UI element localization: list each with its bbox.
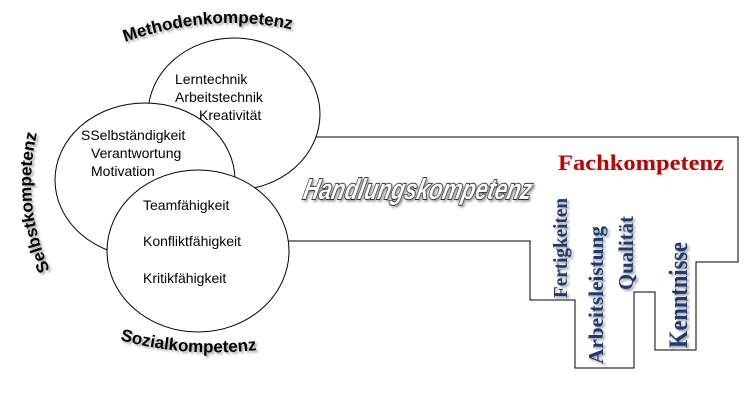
fach-item-kenntnisse: Kenntnisse bbox=[664, 242, 693, 348]
handlungskompetenz-label: Handlungskompetenz bbox=[301, 173, 536, 206]
svg-text:Methodenkompetenz: Methodenkompetenz bbox=[120, 8, 294, 46]
svg-text:Selbstkompetenz: Selbstkompetenz bbox=[16, 130, 54, 276]
fach-item-arbeitsleistung: Arbeitsleistung bbox=[584, 225, 608, 364]
methodenkompetenz-label: Methodenkompetenz bbox=[120, 8, 294, 46]
fachkompetenz-outline bbox=[270, 136, 739, 369]
sozial-line-1: Teamfähigkeit bbox=[143, 197, 229, 213]
fachkompetenz-title: Fachkompetenz bbox=[558, 150, 724, 175]
sozial-line-3: Kritikfähigkeit bbox=[143, 270, 226, 286]
sozial-circle bbox=[106, 169, 290, 333]
fach-item-fertigkeiten: Fertigkeiten bbox=[550, 198, 572, 298]
methode-line-3: Kreativität bbox=[199, 107, 261, 123]
selbst-line-1: SSelbständigkeit bbox=[81, 127, 185, 143]
selbst-line-3: Motivation bbox=[91, 163, 155, 179]
fach-item-qualitaet: Qualität bbox=[614, 216, 638, 290]
methode-line-1: Lerntechnik bbox=[175, 71, 248, 87]
sozial-line-2: Konfliktfähigkeit bbox=[143, 233, 241, 249]
methode-line-2: Arbeitstechnik bbox=[175, 89, 264, 105]
selbst-line-2: Verantwortung bbox=[91, 145, 181, 161]
selbstkompetenz-label: Selbstkompetenz bbox=[16, 130, 54, 276]
